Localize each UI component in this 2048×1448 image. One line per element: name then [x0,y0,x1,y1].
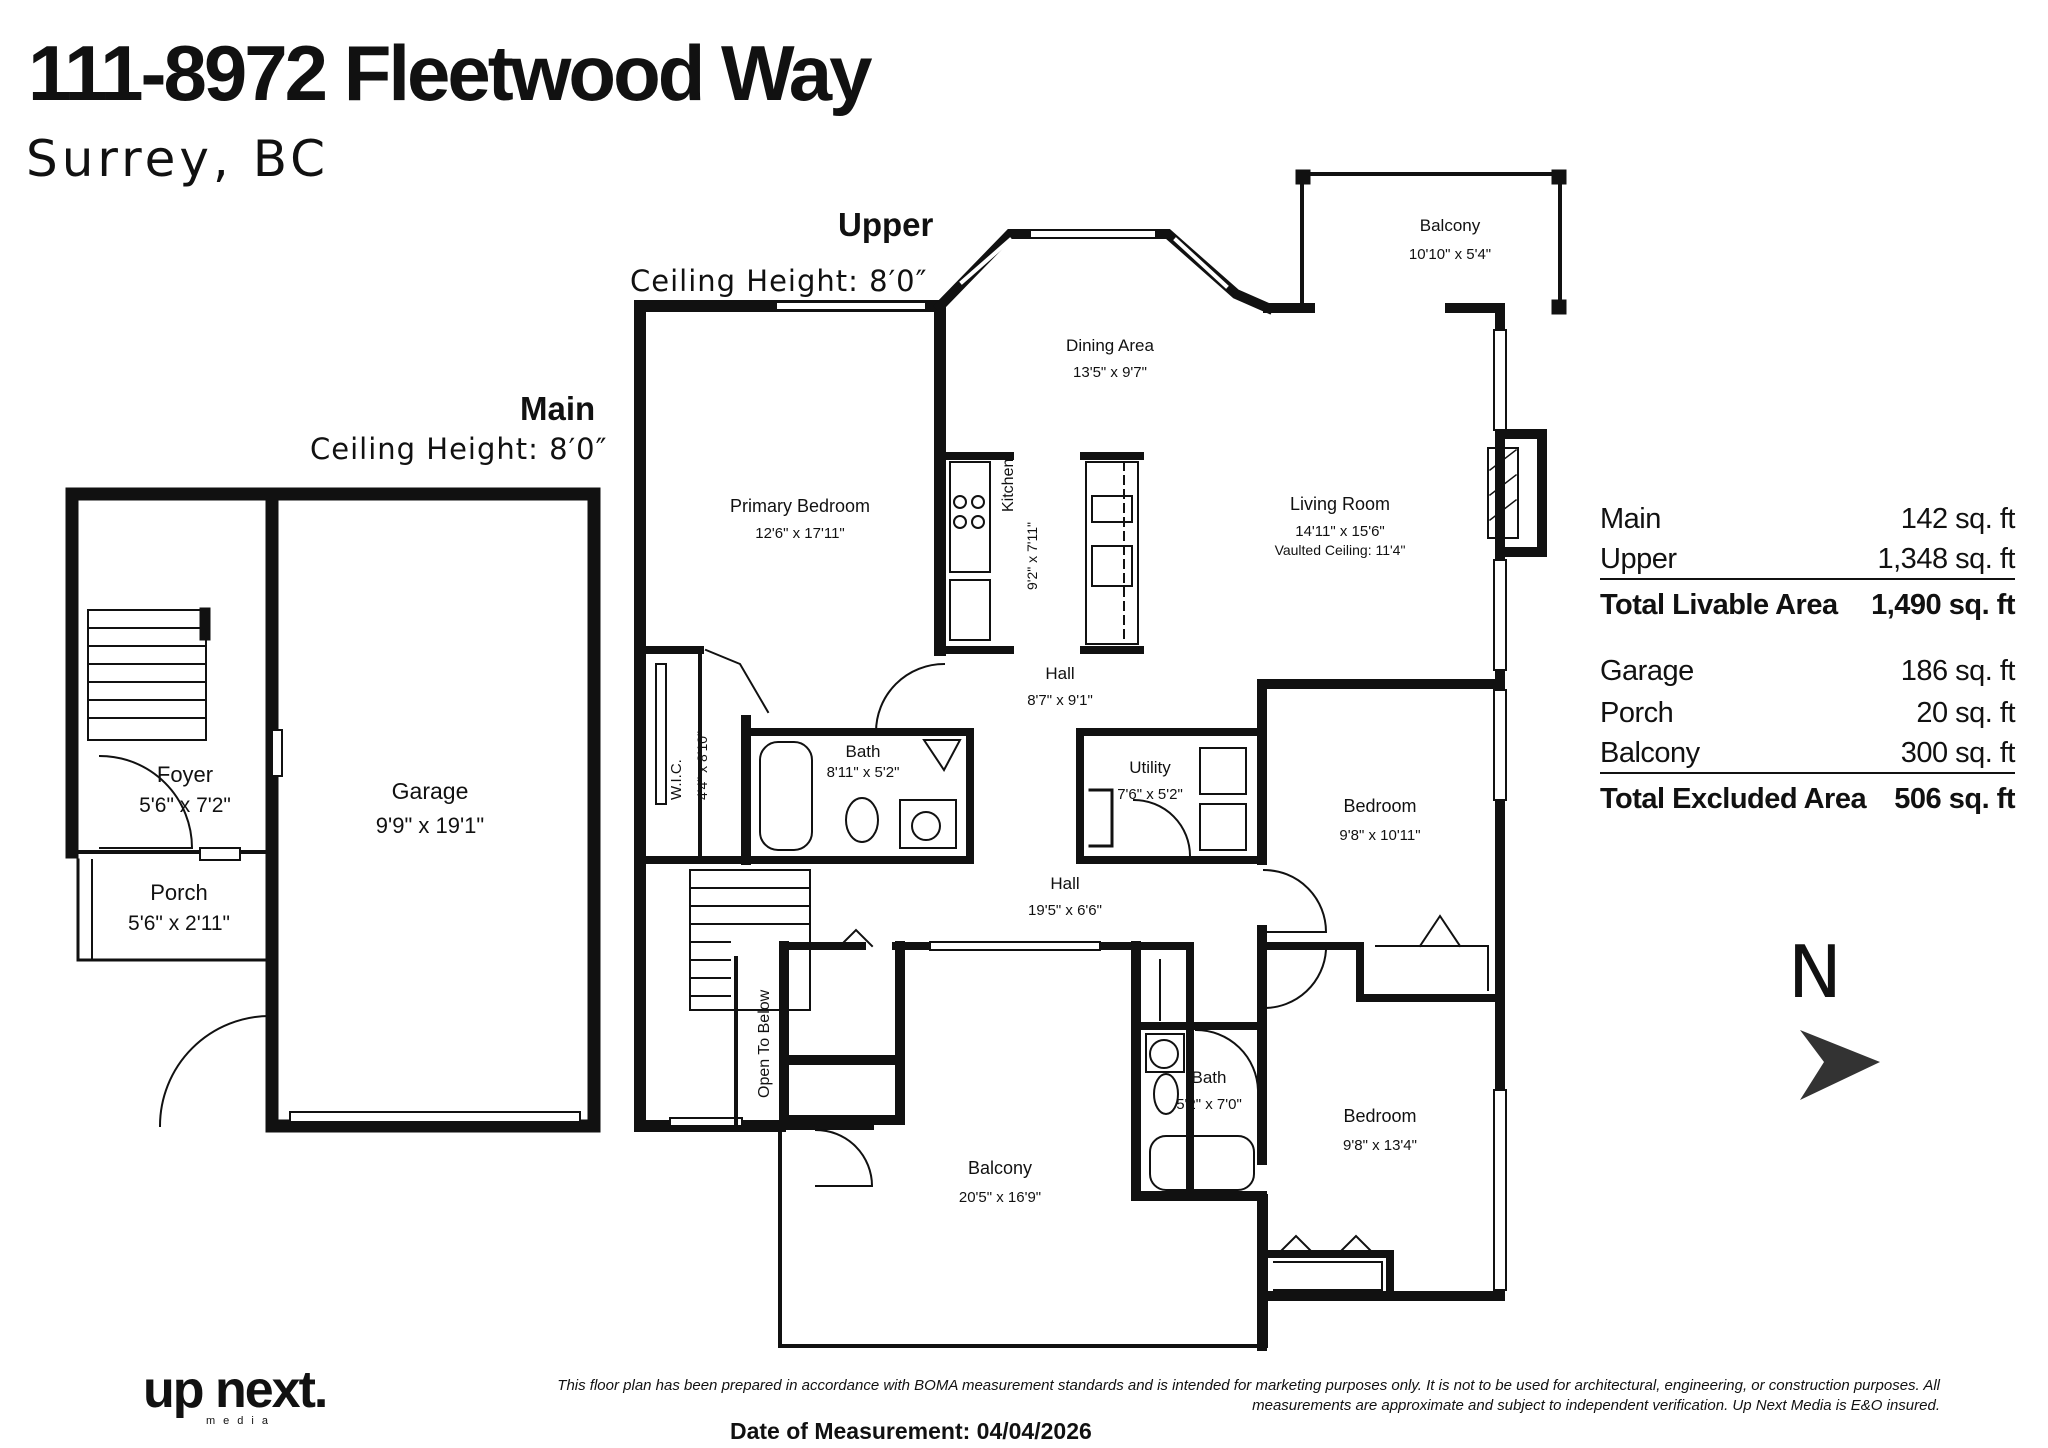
brand-logo: up next. [143,1361,328,1419]
room-balcony-top: Balcony 10'10" x 5'4" [1408,216,1492,263]
property-city: Surrey, BC [26,130,330,188]
room-bedroom-2: Bedroom 9'8" x 10'11" [1339,796,1421,844]
room-hall-lower: Hall 19'5" x 6'6" [1028,874,1102,919]
measurement-date: Date of Measurement: 04/04/2026 [730,1418,1092,1444]
brand-logo-sub: media [206,1415,276,1427]
room-kitchen: Kitchen [1000,458,1017,512]
room-kitchen-dims: 9'2" x 7'11" [1024,522,1040,590]
compass-north-label: N [1788,930,1842,1014]
main-ceiling-height: Ceiling Height: 8′0″ [310,432,608,466]
room-garage: Garage 9'9" x 19'1" [375,778,485,838]
room-hall-upper: Hall 8'7" x 9'1" [1027,664,1093,709]
room-living-room: Living Room 14'11" x 15'6" Vaulted Ceili… [1274,494,1406,558]
disclaimer: This floor plan has been prepared in acc… [557,1377,1940,1414]
room-bath-2: Bath 5'2" x 7'0" [1176,1068,1242,1113]
room-dining-area: Dining Area 13'5" x 9'7" [1066,336,1154,381]
room-primary-bedroom: Primary Bedroom 12'6" x 17'11" [729,496,871,542]
upper-ceiling-height: Ceiling Height: 8′0″ [630,264,928,298]
room-utility: Utility 7'6" x 5'2" [1117,758,1183,803]
property-address: 111-8972 Fleetwood Way [28,29,873,117]
room-wic: W.I.C. [668,759,685,800]
main-floor-walls [65,487,601,1133]
upper-floor-walls [634,169,1567,1351]
label-open-to-below: Open To Below [756,989,773,1098]
main-floor-title: Main [520,390,596,427]
room-porch: Porch 5'6" x 2'11" [128,880,230,935]
room-bath-primary: Bath 8'11" x 5'2" [826,742,900,781]
room-foyer: Foyer 5'6" x 7'2" [139,762,231,817]
upper-floor-title: Upper [838,206,934,243]
compass-arrow-icon [1800,1030,1880,1100]
room-wic-dims: 4'4" x 8'10" [694,731,710,800]
room-bedroom-3: Bedroom 9'8" x 13'4" [1343,1106,1417,1154]
room-balcony-bottom: Balcony 20'5" x 16'9" [958,1158,1042,1206]
